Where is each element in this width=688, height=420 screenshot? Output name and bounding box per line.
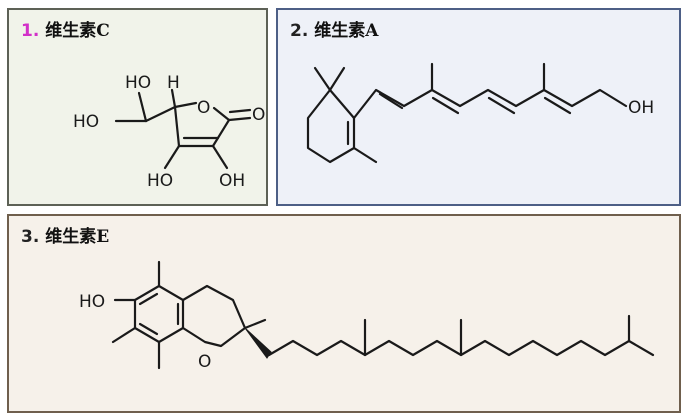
- label-o-ring: O: [197, 98, 210, 118]
- label-ho-bottom: HO: [147, 171, 173, 191]
- label-o: O: [198, 352, 211, 372]
- panel-name: 维生素A: [314, 21, 379, 41]
- panel-vitamin-e: 3. 维生素E HO O: [7, 214, 681, 413]
- panel-number: 3.: [21, 227, 40, 247]
- panel-title: 3. 维生素E: [21, 222, 109, 247]
- panel-title: 1. 维生素C: [21, 16, 110, 41]
- panel-vitamin-c: 1. 维生素C HO H HO O O HO OH: [7, 8, 268, 206]
- label-oh-bottom: OH: [219, 171, 245, 191]
- label-o-carbonyl: O: [252, 105, 265, 125]
- panel-title: 2. 维生素A: [290, 16, 378, 41]
- panel-number: 2.: [290, 21, 309, 41]
- label-ho-left: HO: [73, 112, 99, 132]
- label-oh: OH: [628, 98, 654, 118]
- vitamin-c-structure: HO H HO O O HO OH: [73, 73, 265, 191]
- label-oh-top: HO: [125, 73, 151, 93]
- panel-vitamin-a: 2. 维生素A OH: [276, 8, 681, 206]
- label-h: H: [167, 73, 180, 93]
- vitamin-a-structure: OH: [306, 62, 654, 164]
- panel-name: 维生素C: [45, 21, 110, 41]
- vitamin-e-structure: HO O: [79, 260, 655, 372]
- label-ho: HO: [79, 292, 105, 312]
- panel-name: 维生素E: [45, 227, 110, 247]
- panel-number: 1.: [21, 21, 40, 41]
